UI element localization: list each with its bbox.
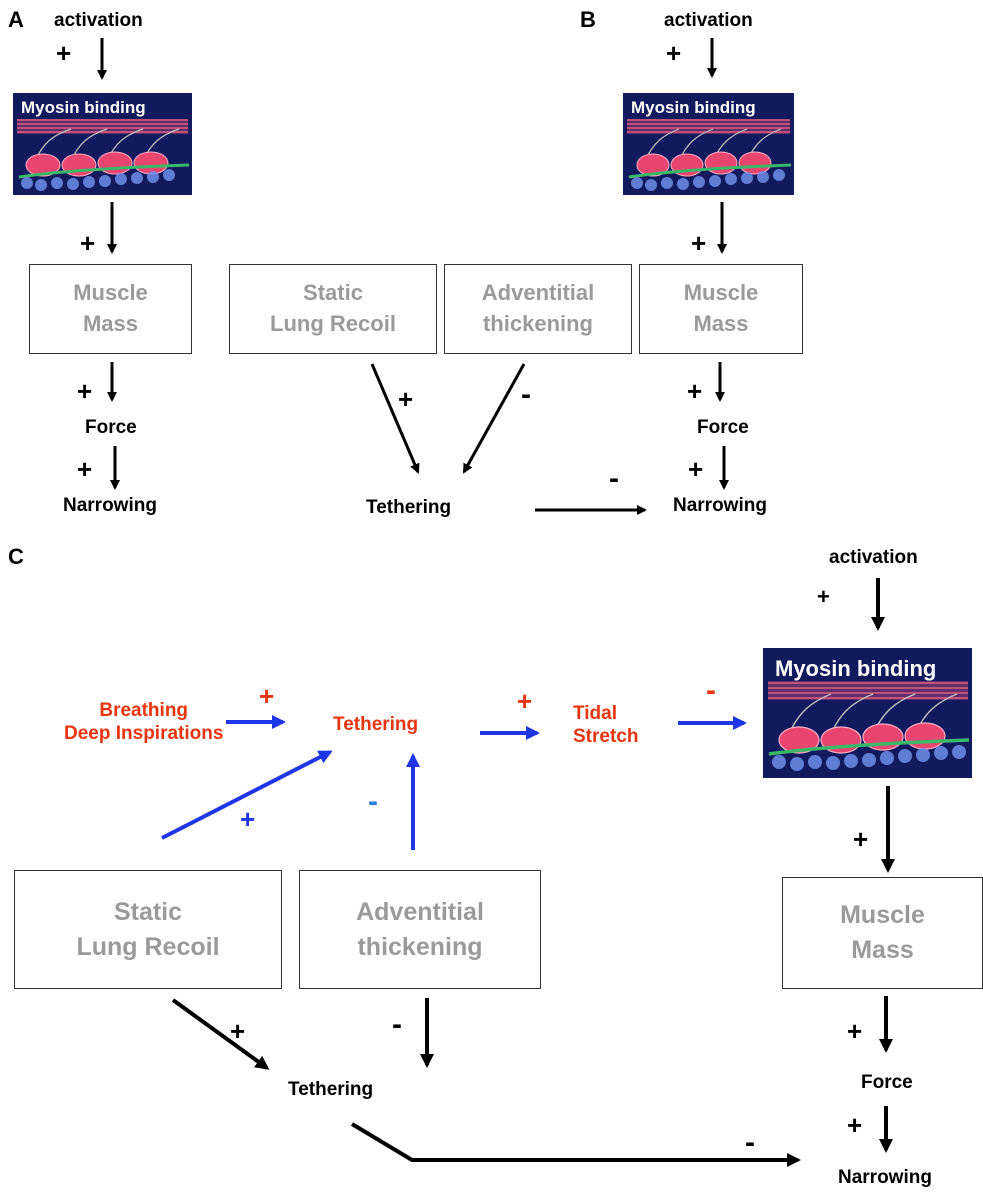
panel-b-myosin-binding: Myosin binding [623, 93, 794, 195]
panel-c-sign-breathing-tethering: + [259, 681, 275, 711]
panel-c-sign-mass-force: + [847, 1016, 863, 1046]
panel-c-tethering-bottom: Tethering [288, 1079, 374, 1100]
arrow-b-adventitial-to-tethering [462, 363, 526, 474]
panel-c-sign-recoil-tethering-top: + [240, 804, 256, 834]
panel-c-sign-adventitial-tethering-bottom: - [392, 1008, 402, 1041]
panel-b-myosin-title: Myosin binding [631, 98, 756, 117]
panel-c-sign-activation: + [817, 584, 830, 609]
panel-c-breathing-line1: Breathing [99, 700, 189, 721]
panel-a-activation: activation [54, 10, 143, 31]
panel-a-myosin-title: Myosin binding [21, 98, 146, 117]
panel-c-tidal-line2: Stretch [573, 725, 639, 747]
panel-c-sign-tidal-myosin: - [706, 674, 716, 707]
panel-a-myosin-binding: Myosin binding [13, 93, 192, 195]
panel-c-tidal-stretch: Tidal Stretch [573, 703, 638, 749]
panel-b-sign-adventitial-tethering: - [521, 378, 531, 411]
panel-c-sign-tethering-tidal: + [517, 686, 533, 716]
panel-c-myosin-title: Myosin binding [775, 656, 937, 681]
panel-b-sign-mass-force: + [687, 376, 703, 406]
panel-b-sign-tethering-narrowing: - [609, 462, 619, 495]
panel-c-sign-force-narrowing: + [847, 1110, 863, 1140]
panel-c-sign-myosin-mass: + [853, 824, 869, 854]
panel-a-sign-force-narrowing: + [77, 454, 93, 484]
panel-c-tethering-top: Tethering [333, 714, 419, 735]
panel-a-label: A [8, 7, 24, 32]
panel-b-activation: activation [664, 10, 753, 31]
panel-a-force: Force [85, 417, 137, 438]
panel-b-sign-myosin-mass: + [691, 228, 707, 258]
panel-c-label: C [8, 544, 24, 569]
panel-b-force: Force [697, 417, 749, 438]
panel-c-force: Force [861, 1072, 913, 1093]
panel-c-narrowing: Narrowing [838, 1167, 932, 1188]
panel-c-sign-recoil-tethering-bottom: + [230, 1016, 246, 1046]
myosin-illustration-icon [627, 119, 792, 191]
myosin-illustration-icon [768, 681, 970, 771]
panel-a-sign-activation: + [56, 38, 72, 68]
arrow-b-recoil-to-tethering [370, 363, 420, 474]
panel-c-breathing-deep-inspirations: Breathing Deep Inspirations [64, 700, 223, 746]
panel-a-sign-myosin-mass: + [80, 228, 96, 258]
panel-a-sign-mass-force: + [77, 376, 93, 406]
panel-c-sign-tethering-narrowing: - [745, 1126, 755, 1159]
myosin-illustration-icon [17, 119, 190, 191]
panel-c-sign-adventitial-tethering-top: - [368, 785, 378, 818]
panel-a-narrowing: Narrowing [63, 495, 157, 516]
panel-c-myosin-binding: Myosin binding [763, 648, 972, 778]
panel-b-label: B [580, 7, 596, 32]
arrow-c-recoil-to-tethering [161, 750, 333, 840]
panel-b-sign-recoil-tethering: + [398, 384, 414, 414]
panel-b-sign-activation: + [666, 38, 682, 68]
panel-c-breathing-line2: Deep Inspirations [64, 722, 224, 744]
panel-b-tethering: Tethering [366, 497, 452, 518]
arrow-c-recoil-to-tethering [171, 998, 270, 1070]
arrow-c-tethering-to-narrowing [350, 1122, 801, 1167]
panel-c-activation: activation [829, 547, 918, 568]
panel-b-sign-force-narrowing: + [688, 454, 704, 484]
panel-c-tidal-line1: Tidal [573, 703, 617, 724]
panel-b-narrowing: Narrowing [673, 495, 767, 516]
